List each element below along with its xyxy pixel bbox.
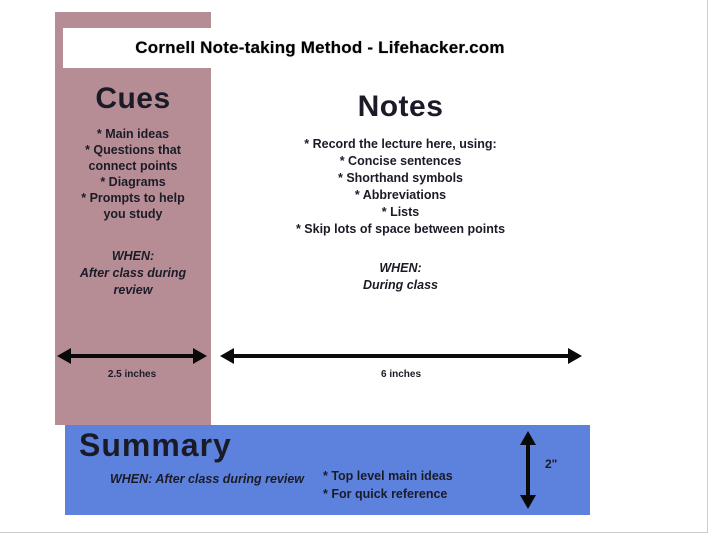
cues-item: * Main ideas <box>96 127 170 141</box>
diagram-frame: Cornell Note-taking Method - Lifehacker.… <box>55 12 590 515</box>
arrow-line <box>68 354 196 358</box>
cues-when-label: WHEN: <box>111 249 155 263</box>
notes-item: * Shorthand symbols <box>337 171 464 185</box>
notes-when-block: WHEN: During class <box>211 260 590 294</box>
cues-width-label: 2.5 inches <box>107 369 157 380</box>
summary-items: * Top level main ideas * For quick refer… <box>323 467 453 503</box>
notes-when-label: WHEN: <box>379 261 422 275</box>
summary-section: Summary WHEN: After class during review … <box>65 425 590 515</box>
summary-heading: Summary <box>79 427 232 463</box>
notes-width-arrow-icon <box>220 348 582 364</box>
cues-item: * Diagrams <box>100 175 166 189</box>
summary-when-block: WHEN: After class during review <box>87 471 327 487</box>
notes-item: * Lists <box>381 205 420 219</box>
summary-height-arrow-icon <box>520 431 536 509</box>
title-bar: Cornell Note-taking Method - Lifehacker.… <box>63 28 577 68</box>
notes-heading: Notes <box>357 90 444 123</box>
cues-when-text: After class during review <box>79 266 187 297</box>
arrow-head-right <box>193 348 207 364</box>
summary-item: * Top level main ideas <box>323 469 453 483</box>
page-title: Cornell Note-taking Method - Lifehacker.… <box>135 38 505 57</box>
cues-width-arrow-icon <box>57 348 207 364</box>
notes-item: * Concise sentences <box>339 154 462 168</box>
notes-item: * Skip lots of space between points <box>295 222 506 236</box>
arrow-head-up <box>520 431 536 445</box>
arrow-head-right <box>568 348 582 364</box>
summary-when-text: After class during review <box>155 472 305 486</box>
notes-section: Notes * Record the lecture here, using: … <box>211 70 590 294</box>
notes-when-text: During class <box>362 278 439 292</box>
page-canvas: Cornell Note-taking Method - Lifehacker.… <box>0 0 708 533</box>
arrow-line <box>526 442 530 498</box>
cues-item: * Prompts to help you study <box>81 191 185 221</box>
summary-when-label: WHEN: <box>109 472 153 486</box>
summary-item: * For quick reference <box>323 487 448 501</box>
cues-item: * Questions that connect points <box>85 143 181 173</box>
cues-section: Cues * Main ideas * Questions that conne… <box>55 82 211 299</box>
summary-height-label: 2" <box>545 457 558 471</box>
cues-when-block: WHEN: After class during review <box>55 248 211 299</box>
arrow-head-down <box>520 495 536 509</box>
notes-item: * Record the lecture here, using: <box>304 137 497 151</box>
notes-item: * Abbreviations <box>354 188 447 202</box>
cues-heading: Cues <box>95 82 171 115</box>
arrow-head-left <box>57 348 71 364</box>
arrow-line <box>231 354 571 358</box>
notes-width-label: 6 inches <box>380 369 422 380</box>
arrow-head-left <box>220 348 234 364</box>
